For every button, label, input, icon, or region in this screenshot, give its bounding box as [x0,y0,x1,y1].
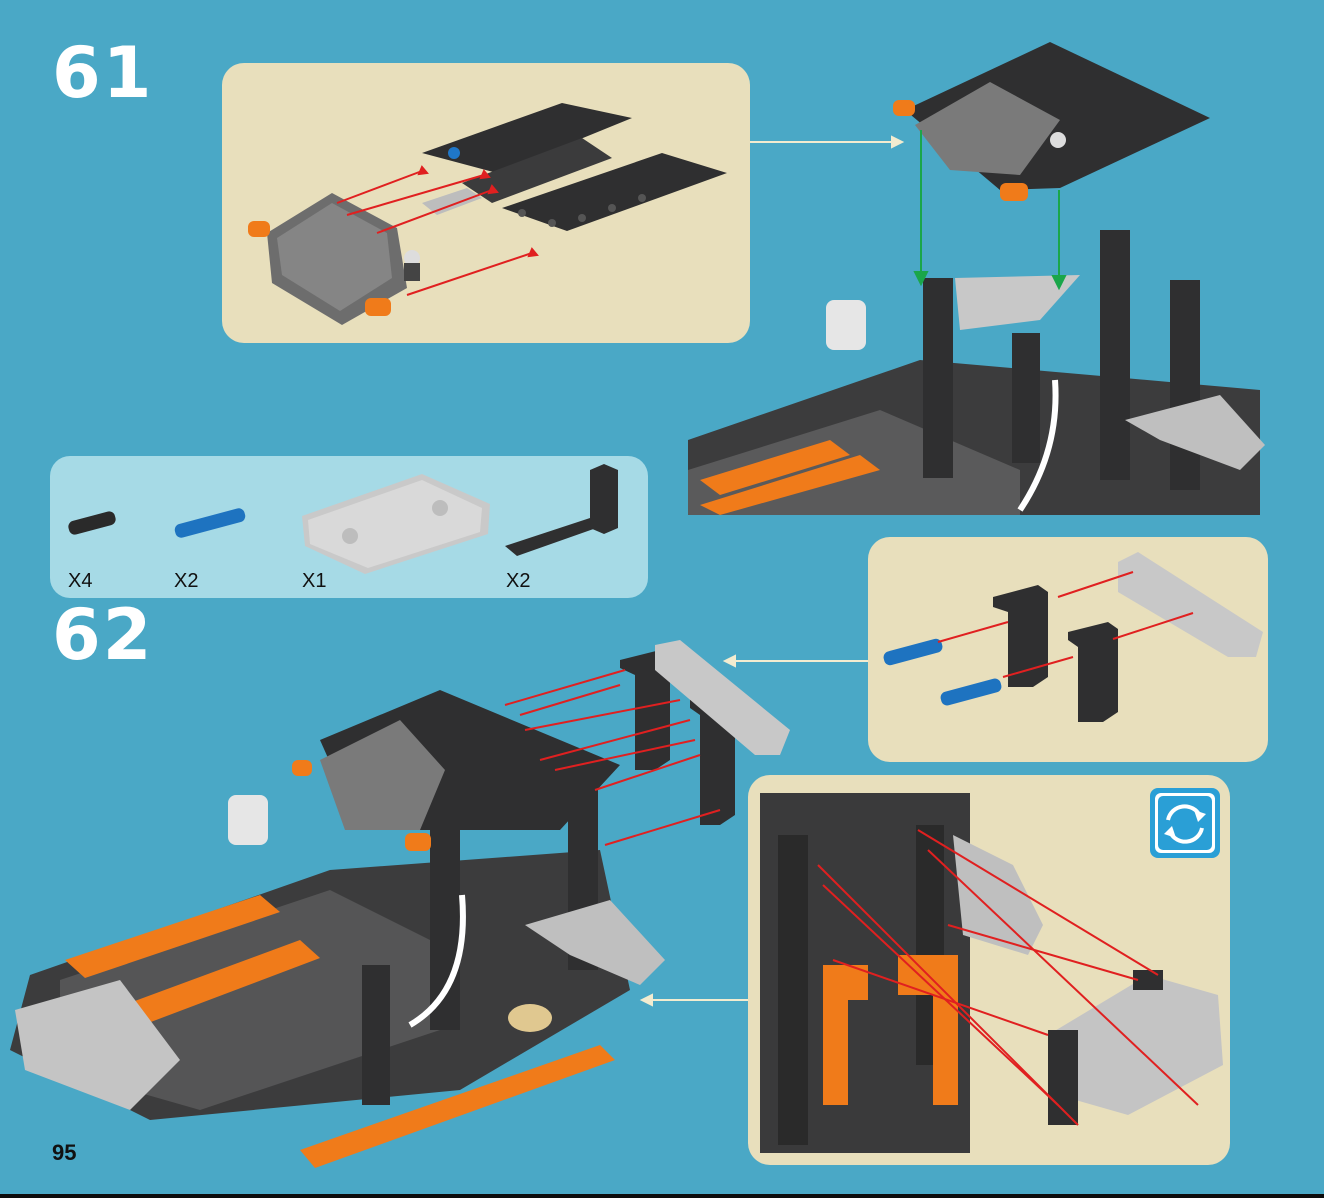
blue-axle-pin-icon [173,507,246,539]
rotate-model-icon [1150,788,1220,858]
gray-panel-part [248,193,420,325]
parts-list-drawing [50,456,648,598]
gray-panel-icon [302,474,490,574]
blue-pins [882,637,1003,706]
assembly-arrows-62-main [505,670,720,845]
gray-panel-rear [1048,970,1223,1125]
step-62-beams-drawing [868,537,1268,762]
black-l-beams [993,585,1118,722]
placement-arrows-61 [915,130,1065,288]
step-61-subassembly-drawing [222,63,750,343]
step-61-subassembly-top [893,42,1210,201]
subassembly-frame [422,103,727,231]
parts-list-panel: X4 X2 X1 X2 [50,456,648,598]
part-qty-1: X4 [68,570,92,593]
step-number-62: 62 [52,600,153,670]
part-qty-4: X2 [506,570,530,593]
step-61-subassembly-panel [222,63,750,343]
step-62-main-model [10,690,665,1168]
part-qty-2: X2 [174,570,198,593]
rear-frame [760,793,1043,1153]
step-62-subassembly-panel-a [868,537,1268,762]
bottom-rule [0,1194,1324,1198]
part-qty-3: X1 [302,570,326,593]
page-number: 95 [52,1140,76,1166]
gray-connector-part [1118,552,1263,657]
black-l-beam-icon [505,464,618,556]
step-61-main-model [688,230,1265,515]
step-number-61: 61 [52,38,153,108]
black-friction-pin-icon [67,510,117,536]
